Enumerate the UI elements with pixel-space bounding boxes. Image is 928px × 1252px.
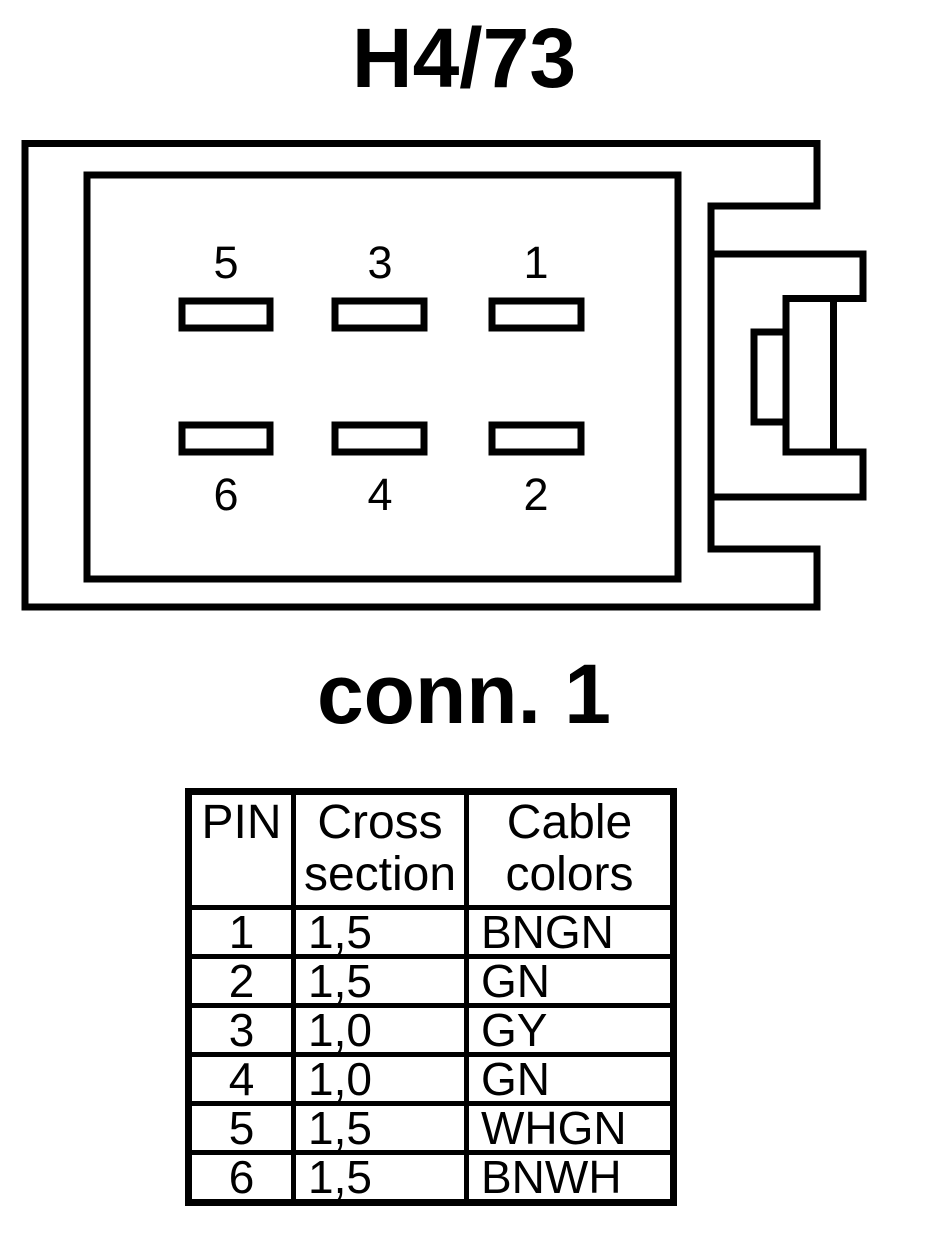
pin-slot-4 [331, 421, 428, 456]
table-row: 1 1,5 BNGN [186, 905, 676, 959]
cross-section-cell: 1,5 [291, 905, 469, 959]
pin-label-5: 5 [213, 237, 238, 288]
pin-label-3: 3 [367, 237, 392, 288]
col-header-pin: PIN [186, 789, 296, 910]
pin-label-6: 6 [213, 469, 238, 520]
cable-color-cell: BNWH [464, 1150, 676, 1205]
cross-section-cell: 1,0 [291, 1003, 469, 1057]
pin-cell: 3 [186, 1003, 296, 1057]
pin-table: PIN Cross section Cable colors 1 1,5 BNG… [185, 788, 677, 1206]
connector-housing-outline [21, 140, 821, 611]
cross-section-cell: 1,5 [291, 1101, 469, 1155]
table-row: 2 1,5 GN [186, 954, 676, 1008]
pin-cell: 1 [186, 905, 296, 959]
pin-slot-2 [488, 421, 585, 456]
pin-label-1: 1 [523, 237, 548, 288]
cable-color-cell: WHGN [464, 1101, 676, 1155]
connector-diagram: 5 3 1 6 4 2 [21, 140, 867, 611]
cross-section-cell: 1,0 [291, 1052, 469, 1106]
pin-slot-3 [331, 297, 428, 332]
cable-color-cell: GN [464, 1052, 676, 1106]
col-header-cross-section: Cross section [291, 789, 469, 910]
connector-name: conn. 1 [316, 647, 612, 741]
connector-inner-face [83, 171, 682, 583]
table-row: 5 1,5 WHGN [186, 1101, 676, 1155]
pin-cell: 5 [186, 1101, 296, 1155]
pin-label-4: 4 [367, 469, 392, 520]
cable-color-cell: GY [464, 1003, 676, 1057]
pin-cell: 6 [186, 1150, 296, 1205]
table-row: 4 1,0 GN [186, 1052, 676, 1106]
table-header-row: PIN Cross section Cable colors [186, 789, 676, 910]
pin-slot-1 [488, 297, 585, 332]
pin-cell: 4 [186, 1052, 296, 1106]
pin-cell: 2 [186, 954, 296, 1008]
pin-slot-6 [178, 421, 274, 456]
connector-key-slot [750, 328, 790, 426]
pin-slot-5 [178, 297, 274, 332]
table-row: 3 1,0 GY [186, 1003, 676, 1057]
cross-section-cell: 1,5 [291, 1150, 469, 1205]
pin-label-2: 2 [523, 469, 548, 520]
cable-color-cell: GN [464, 954, 676, 1008]
table-row: 6 1,5 BNWH [186, 1150, 676, 1205]
cross-section-cell: 1,5 [291, 954, 469, 1008]
connector-key-bar [782, 295, 837, 456]
cable-color-cell: BNGN [464, 905, 676, 959]
col-header-cable-colors: Cable colors [464, 789, 676, 910]
connector-title: H4/73 [351, 11, 577, 105]
